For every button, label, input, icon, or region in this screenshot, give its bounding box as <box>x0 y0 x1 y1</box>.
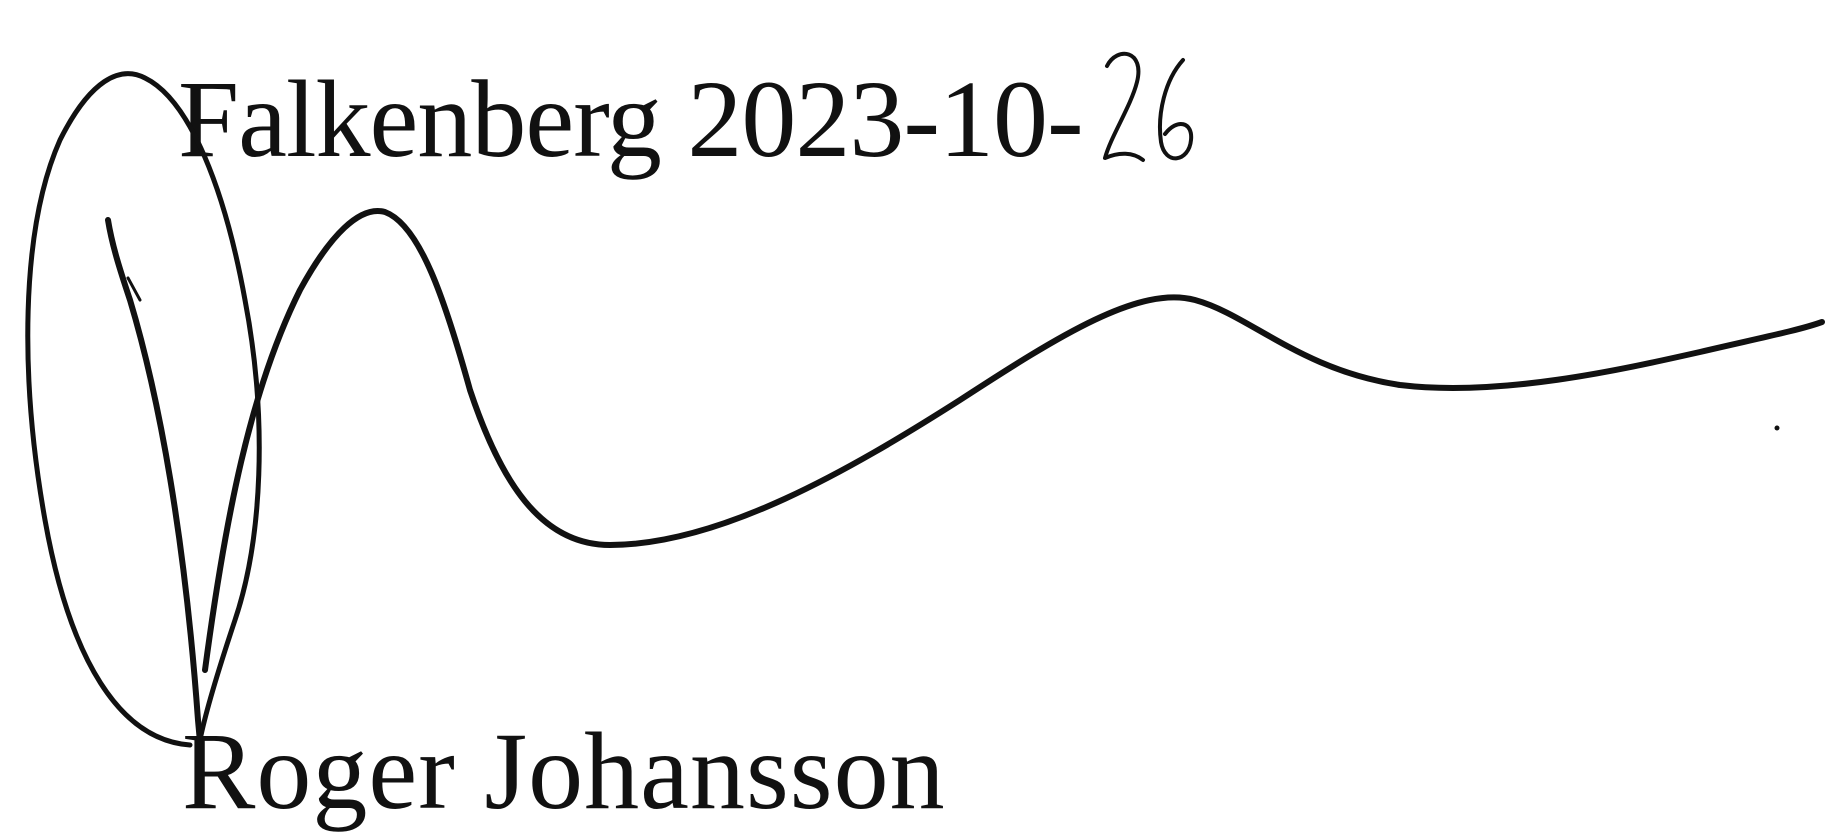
signer-name: Roger Johansson <box>182 710 946 832</box>
handwritten-day-digits <box>1102 51 1193 162</box>
place-date-line: Falkenberg 2023-10- <box>178 44 1195 174</box>
handwritten-day <box>1085 44 1195 174</box>
place-date-printed: Falkenberg 2023-10- <box>178 58 1084 180</box>
